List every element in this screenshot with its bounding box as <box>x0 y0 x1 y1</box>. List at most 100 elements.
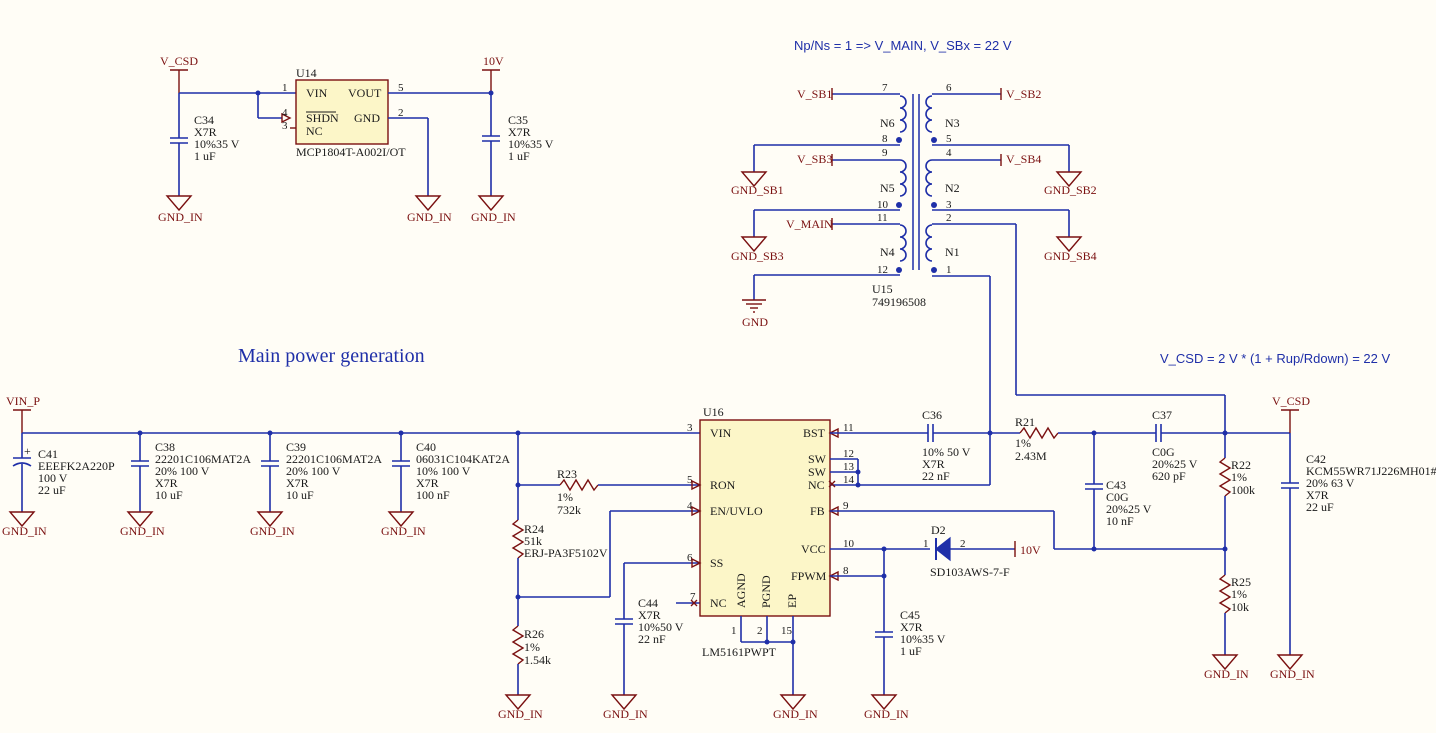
c42-part: KCM55WR71J226MH01# <box>1306 464 1436 478</box>
c45-value: 1 uF <box>900 644 922 658</box>
u15-pin10: 10 <box>877 199 889 211</box>
u15-pin9: 9 <box>882 147 888 159</box>
c38-dielectric: X7R <box>155 476 178 490</box>
u15-pin7: 7 <box>882 82 888 94</box>
u15-part: 749196508 <box>872 295 926 309</box>
c43-dielectric: C0G <box>1106 490 1129 504</box>
net-gnd-sb2: GND_SB2 <box>1044 183 1097 197</box>
gnd-in-u14: GND_IN <box>407 210 452 224</box>
c37-dielectric: C0G <box>1152 445 1175 459</box>
gnd-in-r26: GND_IN <box>498 707 543 721</box>
u15-pin1: 1 <box>946 264 952 276</box>
u16-regulator: U16 LM5161PWPT VIN RON EN/UVLO SS NC BST… <box>687 405 1225 721</box>
u16-pin3: 3 <box>687 422 693 434</box>
vcsd-note: V_CSD = 2 V * (1 + Rup/Rdown) = 22 V <box>1160 351 1390 366</box>
u16-pin9: 9 <box>843 500 849 512</box>
c38-part: 22201C106MAT2A <box>155 452 251 466</box>
u14-pin4: 4 <box>282 107 288 119</box>
c41-ref: C41 <box>38 447 58 461</box>
u15-pin6: 6 <box>946 82 952 94</box>
net-gnd-sb4: GND_SB4 <box>1044 249 1097 263</box>
r24-part: ERJ-PA3F5102V <box>524 546 608 560</box>
u16-pin2: 2 <box>757 625 763 637</box>
c36-ref: C36 <box>922 408 942 422</box>
u14-gnd: GND <box>354 111 380 125</box>
u16-pin13: 13 <box>843 461 855 473</box>
c45-ref: C45 <box>900 608 920 622</box>
u16-en-uvlo: EN/UVLO <box>710 504 763 518</box>
net-10v-diode: 10V <box>1020 543 1041 557</box>
net-v-sb3: V_SB3 <box>797 152 832 166</box>
u16-pin7: 7 <box>690 591 696 603</box>
net-gnd: GND <box>742 315 768 329</box>
gnd-in-c41: GND_IN <box>2 524 47 538</box>
u15-n5: N5 <box>880 181 895 195</box>
c42-rating: 20% 63 V <box>1306 476 1355 490</box>
r23-tol: 1% <box>557 490 573 504</box>
c39-rating: 20% 100 V <box>286 464 341 478</box>
u14-ref: U14 <box>296 66 317 80</box>
r21-value: 2.43M <box>1015 449 1047 463</box>
u16-pin11: 11 <box>843 422 854 434</box>
net-v-sb1: V_SB1 <box>797 87 832 101</box>
c43-rating: 20%25 V <box>1106 502 1152 516</box>
c41-plus-icon: + <box>24 444 31 458</box>
u16-pin8: 8 <box>843 565 849 577</box>
c37-rating: 20%25 V <box>1152 457 1198 471</box>
c43-value: 10 nF <box>1106 514 1134 528</box>
u16-ron: RON <box>710 478 736 492</box>
u16-ref: U16 <box>703 405 724 419</box>
u14-vout: VOUT <box>348 86 382 100</box>
gnd-in-c42: GND_IN <box>1270 667 1315 681</box>
u16-pgnd: PGND <box>759 575 773 608</box>
c39-part: 22201C106MAT2A <box>286 452 382 466</box>
u16-body <box>699 419 831 617</box>
u16-pin14: 14 <box>843 474 855 486</box>
u16-vcc: VCC <box>801 542 826 556</box>
gnd-in-c40: GND_IN <box>381 524 426 538</box>
c42-dielectric: X7R <box>1306 488 1329 502</box>
u14-vin: VIN <box>306 86 328 100</box>
u15-pin12: 12 <box>877 264 888 276</box>
u14-pin1: 1 <box>282 82 288 94</box>
r26-ref: R26 <box>524 627 544 641</box>
r26-tol: 1% <box>524 640 540 654</box>
u16-pin5: 5 <box>687 474 693 486</box>
r23-ref: R23 <box>557 467 577 481</box>
net-v-sb2: V_SB2 <box>1006 87 1041 101</box>
r26-value: 1.54k <box>524 653 551 667</box>
u16-nc-left: NC <box>710 596 727 610</box>
gnd-in-c35: GND_IN <box>471 210 516 224</box>
u15-n1: N1 <box>945 245 960 259</box>
r22-ref: R22 <box>1231 458 1251 472</box>
section-title: Main power generation <box>238 345 425 367</box>
c42-ref: C42 <box>1306 452 1326 466</box>
feedback-network: C36 10% 50 V X7R 22 nF R21 1% 2.43M C43 … <box>922 394 1436 681</box>
c34-rating: 10%35 V <box>194 137 240 151</box>
c37-ref: C37 <box>1152 408 1172 422</box>
gnd-in-c45: GND_IN <box>864 707 909 721</box>
c38-value: 10 uF <box>155 488 183 502</box>
turns-ratio-note: Np/Ns = 1 => V_MAIN, V_SBx = 22 V <box>794 38 1012 53</box>
c44-ref: C44 <box>638 596 658 610</box>
r22-value: 100k <box>1231 483 1255 497</box>
c35-value: 1 uF <box>508 149 530 163</box>
c39-dielectric: X7R <box>286 476 309 490</box>
u16-pin6: 6 <box>687 552 693 564</box>
u15-transformer: N6 N3 N5 N2 N4 N1 <box>731 82 1225 485</box>
c34-value: 1 uF <box>194 149 216 163</box>
d2-part: SD103AWS-7-F <box>930 565 1010 579</box>
c37-value: 620 pF <box>1152 469 1186 483</box>
c41-value: 22 uF <box>38 483 66 497</box>
c39-ref: C39 <box>286 440 306 454</box>
u16-bst: BST <box>803 426 826 440</box>
u14-nc: NC <box>306 124 323 138</box>
r22-tol: 1% <box>1231 470 1247 484</box>
u15-n2: N2 <box>945 181 960 195</box>
net-v-sb4: V_SB4 <box>1006 152 1041 166</box>
u16-ss: SS <box>710 556 723 570</box>
c40-dielectric: X7R <box>416 476 439 490</box>
d2-pin1: 1 <box>923 538 929 550</box>
gnd-in-r25: GND_IN <box>1204 667 1249 681</box>
